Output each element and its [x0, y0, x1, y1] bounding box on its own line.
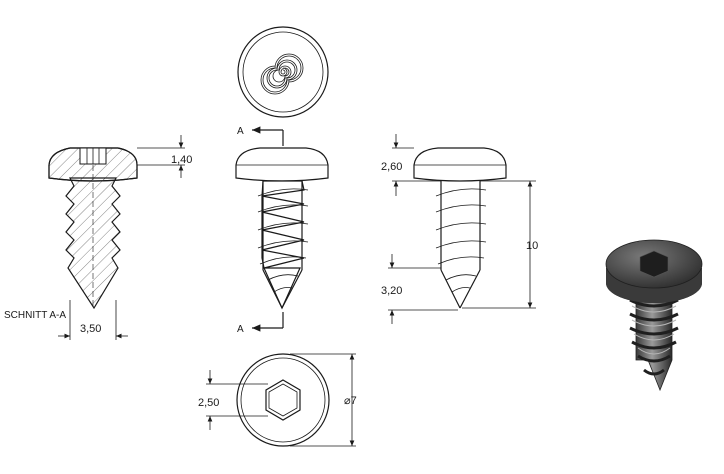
hex-socket-icon — [265, 379, 301, 421]
dim-thread-diameter: 3,50 — [80, 323, 101, 335]
section-marker-top: A — [237, 126, 244, 137]
side-view: 2,60 10 3,20 — [381, 134, 538, 324]
bottom-view: 2,50 ⌀7 — [198, 353, 357, 447]
section-view: 1,40 3,50 SCHNITT A-A — [4, 135, 192, 340]
top-view — [237, 26, 329, 118]
dim-tip-length: 3,20 — [381, 285, 402, 297]
front-view: A A — [235, 126, 329, 335]
screw-3d-render — [605, 239, 703, 392]
hex-recess-icon — [639, 250, 669, 278]
dim-hex-size: 2,50 — [198, 397, 219, 409]
dim-length: 10 — [526, 240, 538, 252]
dim-head-height: 2,60 — [381, 161, 402, 173]
section-marker-bottom: A — [237, 324, 244, 335]
dim-head-diameter: ⌀7 — [344, 395, 357, 407]
spiral-icon — [260, 55, 302, 95]
dim-head-height-section: 1,40 — [171, 154, 192, 166]
section-label: SCHNITT A-A — [4, 310, 66, 321]
